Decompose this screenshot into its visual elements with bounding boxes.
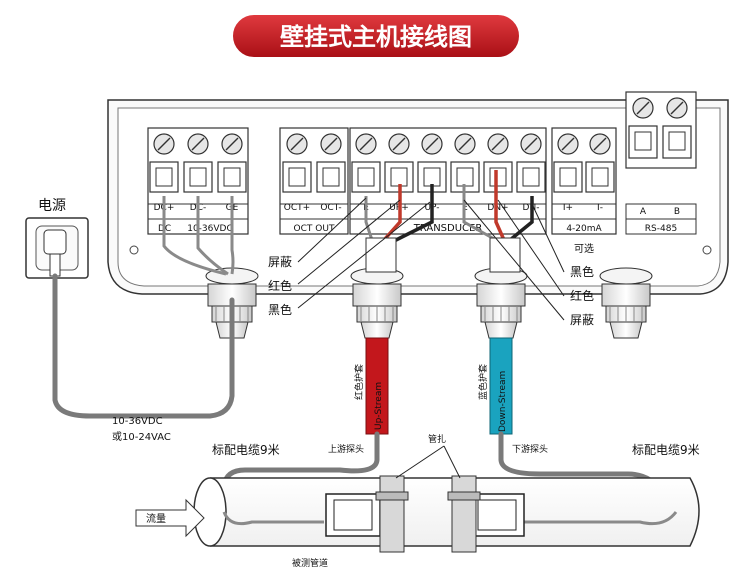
- oct-pin-1: OCT-: [316, 133, 346, 213]
- current-pin-label: I+: [563, 203, 573, 213]
- downstream-probe: [469, 493, 525, 537]
- left-label-black: 黑色: [268, 303, 292, 317]
- dc-footer-right: 10-36VDC: [187, 224, 233, 234]
- voltage-line2: 或10-24VAC: [112, 431, 171, 443]
- transducer-pin-2: UP-: [417, 133, 447, 213]
- rs485-pin-0: A: [628, 97, 658, 217]
- power-adapter: 电源 10-36VDC 或10-24VAC: [25, 198, 235, 443]
- page-title: 壁挂式主机接线图: [280, 23, 472, 51]
- upstream-probe-label: 上游探头: [328, 443, 364, 455]
- current-pin-label: I-: [597, 203, 603, 213]
- clamp-callout: 管扎: [395, 433, 461, 479]
- downstream-sleeve: Down-Stream 蓝色护套: [477, 337, 513, 435]
- oct-pin-label: OCT-: [320, 203, 341, 213]
- cable-left-label: 标配电缆9米: [212, 443, 280, 457]
- cable-gland-3: [599, 267, 653, 339]
- terminal-block-transducer: [349, 127, 547, 235]
- red-sleeve-cn: 红色护套: [353, 364, 365, 400]
- cable-gland-1: [350, 267, 404, 339]
- current-footer: 4-20mA: [566, 224, 602, 234]
- transducer-pin-3: E: [450, 133, 480, 213]
- clamp-left: [375, 475, 409, 553]
- right-label-black: 黑色: [570, 265, 594, 279]
- transducer-footer: TRANSDUCER: [413, 223, 483, 234]
- wire-callouts: 屏蔽 红色 黑色 黑色 红色 屏蔽: [268, 197, 594, 327]
- pipe: 流量 被测管道: [135, 477, 700, 569]
- upstream-probe: [325, 493, 381, 537]
- flow-label: 流量: [146, 512, 166, 525]
- downstream-probe-label: 下游探头: [512, 443, 548, 455]
- clamp-label: 管扎: [428, 433, 446, 445]
- current-pin-1: I-: [585, 133, 615, 213]
- blue-sleeve-en: Down-Stream: [498, 371, 508, 432]
- transducer-pin-5: DN-: [516, 133, 546, 213]
- internal-wires: [162, 170, 534, 276]
- oct-footer: OCT OUT: [294, 224, 335, 234]
- oct-pin-0: OCT+: [282, 133, 312, 213]
- cable-glands: [205, 267, 653, 339]
- rs485-footer: RS-485: [645, 224, 677, 234]
- rs485-pin-1: B: [662, 97, 692, 217]
- right-label-shield: 屏蔽: [570, 313, 594, 327]
- dc-pin-0: DC+: [149, 133, 179, 213]
- optional-label: 可选: [574, 242, 594, 255]
- left-label-shield: 屏蔽: [268, 255, 292, 269]
- clamp-right: [447, 475, 481, 553]
- power-label: 电源: [38, 198, 66, 214]
- right-label-red: 红色: [570, 288, 594, 303]
- cable-right-label: 标配电缆9米: [632, 443, 700, 457]
- cable-gland-2: [474, 267, 528, 339]
- oct-pin-label: OCT+: [284, 203, 310, 213]
- title-banner: 壁挂式主机接线图: [231, 13, 521, 59]
- transducer-pin-4: DN+: [483, 133, 513, 213]
- transducer-pin-label: DN+: [487, 203, 508, 213]
- upstream-sleeve: Up-Stream 红色护套: [353, 337, 389, 435]
- dc-pin-2: GE: [217, 133, 247, 213]
- pipe-label: 被测管道: [292, 557, 328, 569]
- red-sleeve-en: Up-Stream: [374, 382, 384, 430]
- rs485-pin-label: B: [674, 207, 680, 217]
- blue-sleeve-cn: 蓝色护套: [477, 364, 489, 400]
- rs485-pin-label: A: [640, 207, 647, 217]
- voltage-line1: 10-36VDC: [112, 416, 163, 427]
- current-pin-0: I+: [553, 133, 583, 213]
- left-label-red: 红色: [268, 278, 292, 293]
